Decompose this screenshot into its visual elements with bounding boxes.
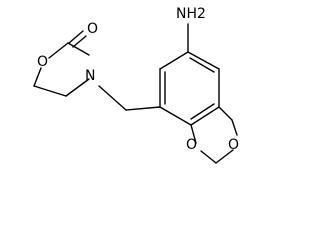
bond-lower-oxygen-to-ring [190,124,197,144]
bond-ch2-to-upper-oxygen [231,119,238,136]
dioxane-oxygen-lower-label: O [186,137,197,153]
oxazolidinone-oxygen-label: O [37,54,48,70]
dioxane-oxygen-upper-label: O [228,137,239,153]
bond-ch2-to-ch2 [33,85,67,97]
bond-oxygen-to-carbonyl-carbon [48,42,69,59]
amine-label: NH2 [176,6,206,22]
dioxane-ring [190,106,238,164]
carbonyl-oxygen-label: O [87,21,98,37]
molecule-structure: NH2 O O N O O [33,6,239,164]
bond-aromatic-f [159,106,192,126]
bond-aromatic-b [159,51,189,70]
bond-nitrogen-to-methylene [98,85,127,111]
bond-methylene-to-aromatic [125,106,161,111]
bond-nitrogen-to-ch2 [65,78,90,97]
oxazolidinone-ring [33,30,90,97]
oxazolidinone-nitrogen-label: N [85,68,95,84]
bond-aromatic-c [187,51,220,70]
benzene-ring [159,51,220,126]
bond-upper-oxygen-to-ch2 [215,149,234,164]
bond-carbonyl-double-a [68,30,84,44]
bond-ring-carbon-to-ch2 [218,106,233,121]
bond-aromatic-e [190,106,220,126]
bond-carbonyl-double-b [72,35,87,48]
bond-aromatic-e-inner [190,103,215,120]
bond-ch2-to-oxygen [33,67,42,87]
bond-carbonyl-carbon-to-nitrogen [67,42,90,56]
bond-ch2-to-lower-oxygen [200,150,217,164]
bond-aromatic-c-inner [189,57,215,73]
